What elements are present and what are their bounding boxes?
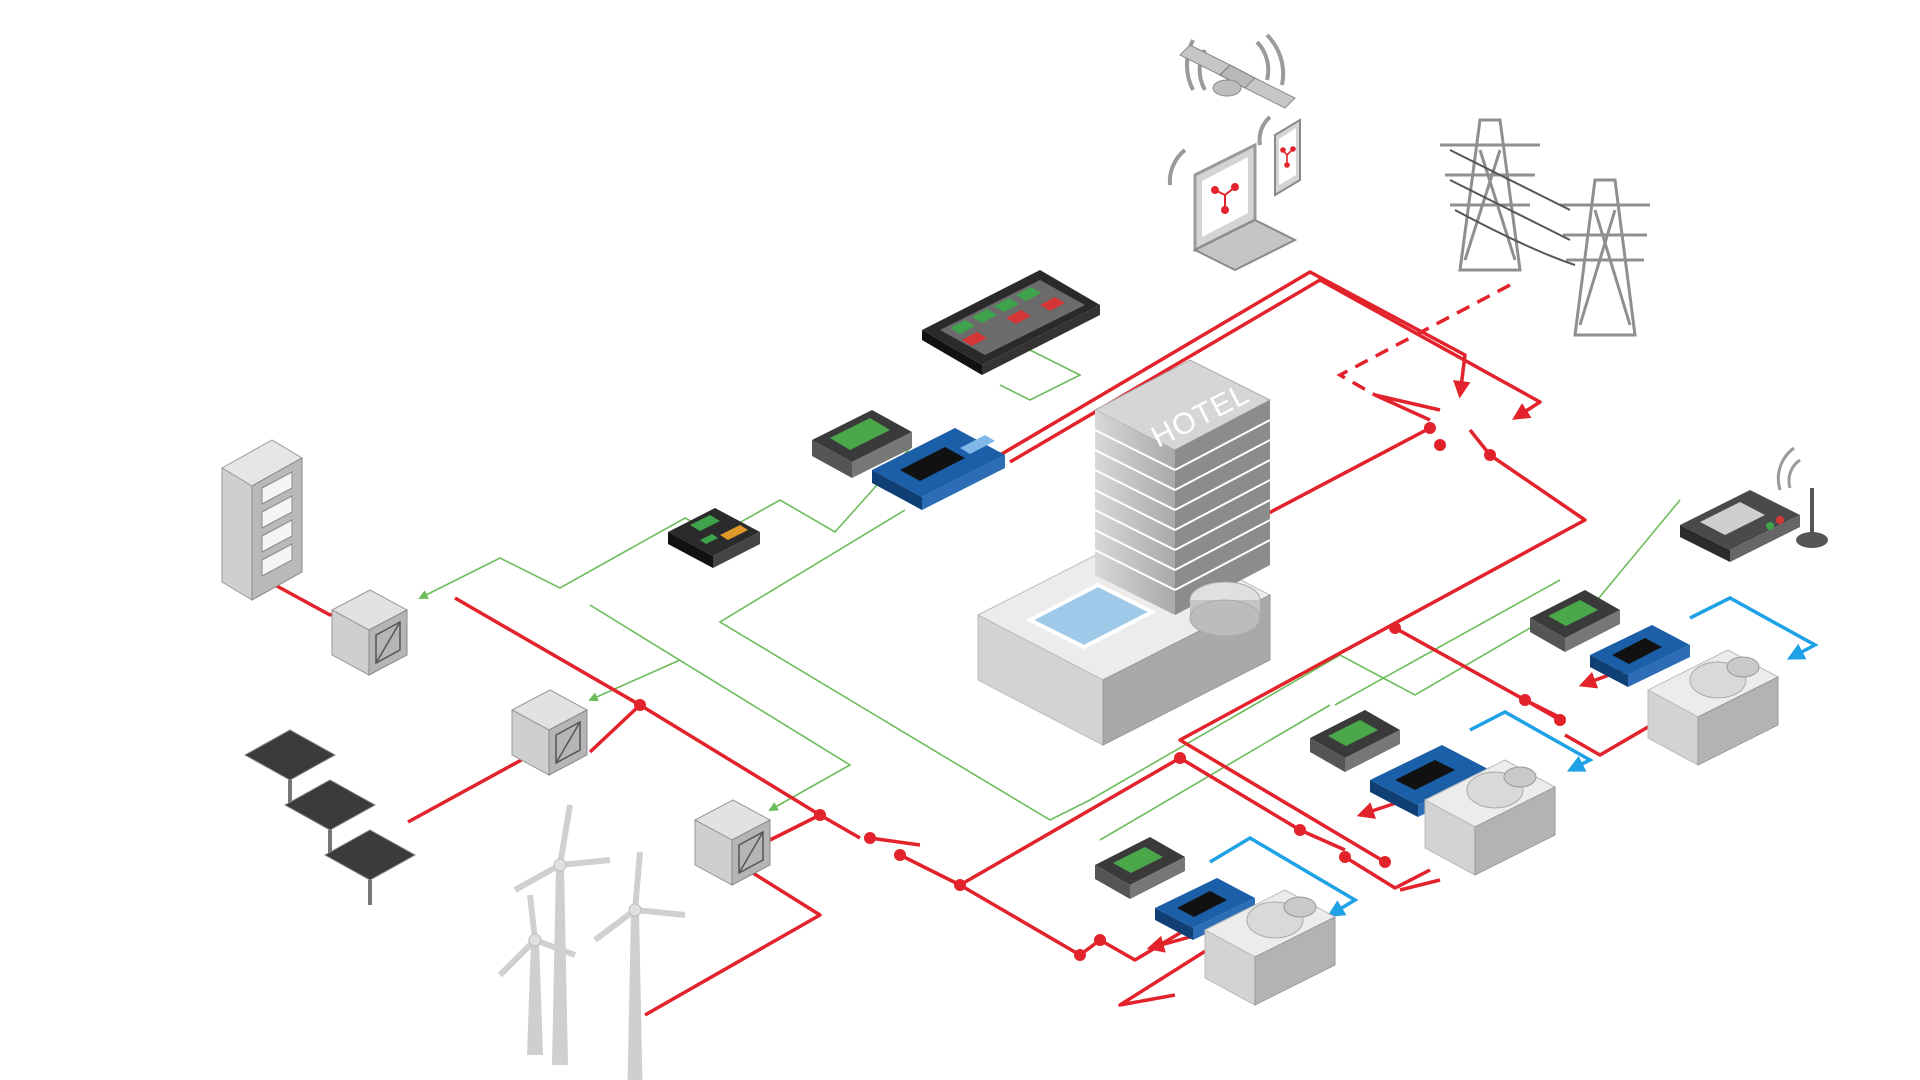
inverter-icon (330, 589, 772, 886)
io-module-icon (668, 508, 760, 568)
antenna-icon (1776, 446, 1828, 548)
satellite-icon (1179, 33, 1296, 109)
laptop-icon (1167, 142, 1298, 272)
io-module-icon (1680, 490, 1800, 562)
transmission-tower-icon (1440, 118, 1650, 337)
smartphone-icon (1257, 115, 1301, 197)
power-lines (274, 270, 1661, 1017)
touch-display-icon (922, 270, 1100, 375)
hotel-building: HOTEL (976, 359, 1272, 746)
solar-panel-icon (243, 729, 417, 905)
generator-icon (1203, 649, 1780, 1006)
controller-module-icon (812, 410, 1005, 510)
battery-cabinet-icon (221, 439, 303, 601)
cooling-lines (1209, 596, 1819, 917)
wind-turbine-icon (497, 804, 686, 1080)
circuit-breaker-icon (869, 393, 1566, 957)
